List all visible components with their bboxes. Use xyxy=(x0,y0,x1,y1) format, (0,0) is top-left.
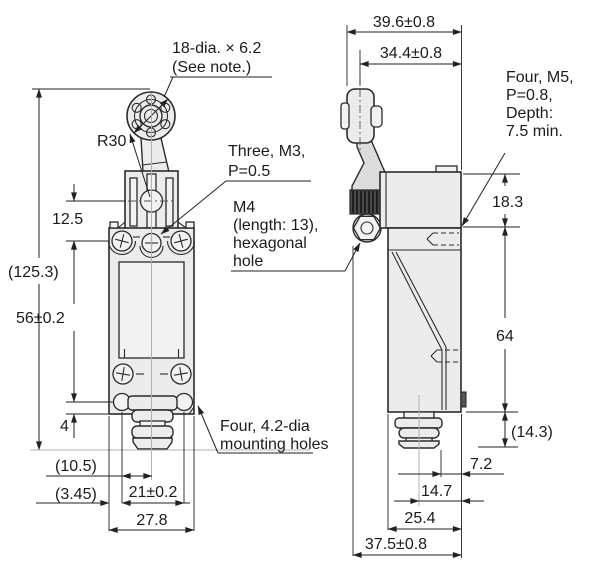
label-roller-note: (See note.) xyxy=(172,59,251,76)
switch-head-side xyxy=(379,165,462,229)
head-screw-left xyxy=(111,230,133,252)
dim-total-width: 39.6±0.8 xyxy=(373,14,435,31)
dim-body-depth: 25.4 xyxy=(404,510,435,527)
dim-edge-to-hole: (3.45) xyxy=(55,486,97,503)
label-m5-4: 7.5 min. xyxy=(506,123,563,140)
dim-overall-height: (125.3) xyxy=(8,264,59,281)
dim-hole-to-bottom: 4 xyxy=(60,418,69,435)
dim-overall-depth: 37.5±0.8 xyxy=(365,536,427,553)
dim-body-height: 64 xyxy=(496,328,514,345)
label-m5-1: Four, M5, xyxy=(506,69,574,86)
dim-screw-to-hole: 56±0.2 xyxy=(16,310,65,327)
side-view xyxy=(340,57,467,506)
cable-gland-front xyxy=(127,395,178,450)
label-head-screws-2: P=0.5 xyxy=(228,163,270,180)
bottom-screw-left xyxy=(112,363,134,385)
label-m4-2: (length: 13), xyxy=(233,217,318,234)
front-view xyxy=(107,91,196,480)
label-m4-1: M4 xyxy=(233,199,255,216)
dim-body-width: 27.8 xyxy=(136,512,167,529)
roller-side xyxy=(340,57,383,150)
label-head-screws-1: Three, M3, xyxy=(228,143,305,160)
label-roller-dia: 18-dia. × 6.2 xyxy=(172,40,262,57)
label-m4-4: hole xyxy=(233,253,263,270)
m5-hole-side xyxy=(430,349,459,363)
dim-hole-span: 21±0.2 xyxy=(129,484,178,501)
dim-pivot-to-screw: 12.5 xyxy=(52,211,83,228)
dim-gland-to-back: 7.2 xyxy=(470,456,492,473)
mounting-hole-right xyxy=(174,392,194,412)
dimensions-side: 39.6±0.8 34.4±0.8 18.3 64 (14.3) 7.2 xyxy=(346,14,553,558)
label-m5-3: Depth: xyxy=(506,105,553,122)
hex-bolt xyxy=(352,213,382,243)
label-mounting-1: Four, 4.2-dia xyxy=(220,418,310,435)
label-m4-3: hexagonal xyxy=(233,235,307,252)
label-m5-2: P=0.8, xyxy=(506,87,553,104)
dim-center-to-back: 14.7 xyxy=(421,483,452,500)
label-mounting-2: mounting holes xyxy=(220,436,329,453)
head-screw-right xyxy=(170,230,192,252)
dim-head-height: 18.3 xyxy=(492,194,523,211)
m5-hole-top xyxy=(426,232,459,246)
labels-side: Four, M5, P=0.8, Depth: 7.5 min. xyxy=(461,69,574,227)
dimensions-front: (125.3) 12.5 56±0.2 4 (10.5) (3.45) 21±0… xyxy=(8,88,310,533)
bottom-screw-right xyxy=(170,363,192,385)
dim-lever-center-width: 34.4±0.8 xyxy=(380,45,442,62)
back-nub xyxy=(460,391,467,408)
labels-front: 18-dia. × 6.2 (See note.) R30 Three, M3,… xyxy=(97,40,361,454)
switch-body-side xyxy=(387,227,467,413)
dim-center-half-span: (10.5) xyxy=(55,458,97,475)
dim-gland-height: (14.3) xyxy=(511,424,553,441)
label-lever-radius: R30 xyxy=(97,133,126,150)
